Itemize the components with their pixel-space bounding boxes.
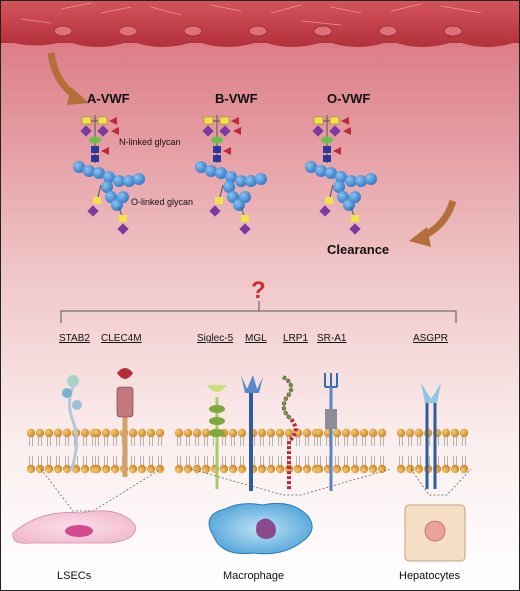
a-vwf-label: A-VWF (87, 91, 130, 106)
receptor-label-clec4m: CLEC4M (101, 333, 142, 344)
n-linked-glycan-label: N-linked glycan (119, 137, 181, 147)
sr-a1-receptor (324, 373, 338, 491)
clec4m-receptor (116, 368, 134, 477)
lsec-cell (12, 510, 136, 544)
question-mark: ? (251, 277, 266, 304)
clearance-arrow (409, 199, 457, 247)
cell-label-hepatocytes: Hepatocytes (399, 570, 461, 582)
macrophage-cell (208, 502, 313, 555)
siglec5-receptor (207, 385, 227, 489)
receptor-bracket (60, 301, 457, 323)
receptor-label-siglec5: Siglec-5 (197, 333, 234, 344)
endothelial-vessel-wall (1, 1, 519, 47)
cell-label-lsecs: LSECs (57, 570, 92, 582)
clearance-label: Clearance (327, 242, 390, 257)
secretion-arrow (47, 52, 89, 105)
mgl-receptor (241, 375, 263, 491)
o-vwf-label: O-VWF (327, 91, 371, 106)
b-vwf-label: B-VWF (215, 91, 258, 106)
receptor-label-mgl: MGL (245, 333, 267, 344)
hepatocyte-cell (404, 504, 466, 562)
o-linked-glycan-label: O-linked glycan (131, 197, 194, 207)
asgpr-receptor (421, 383, 441, 489)
receptor-label-asgpr: ASGPR (413, 333, 449, 344)
receptor-label-sr-a1: SR-A1 (317, 333, 347, 344)
lrp1-receptor (281, 375, 298, 491)
zoom-guides (40, 468, 472, 512)
receptor-label-stab2: STAB2 (59, 333, 90, 344)
cell-label-macrophage: Macrophage (223, 570, 285, 582)
receptor-label-lrp1: LRP1 (283, 333, 309, 344)
stab2-receptor (62, 375, 82, 472)
